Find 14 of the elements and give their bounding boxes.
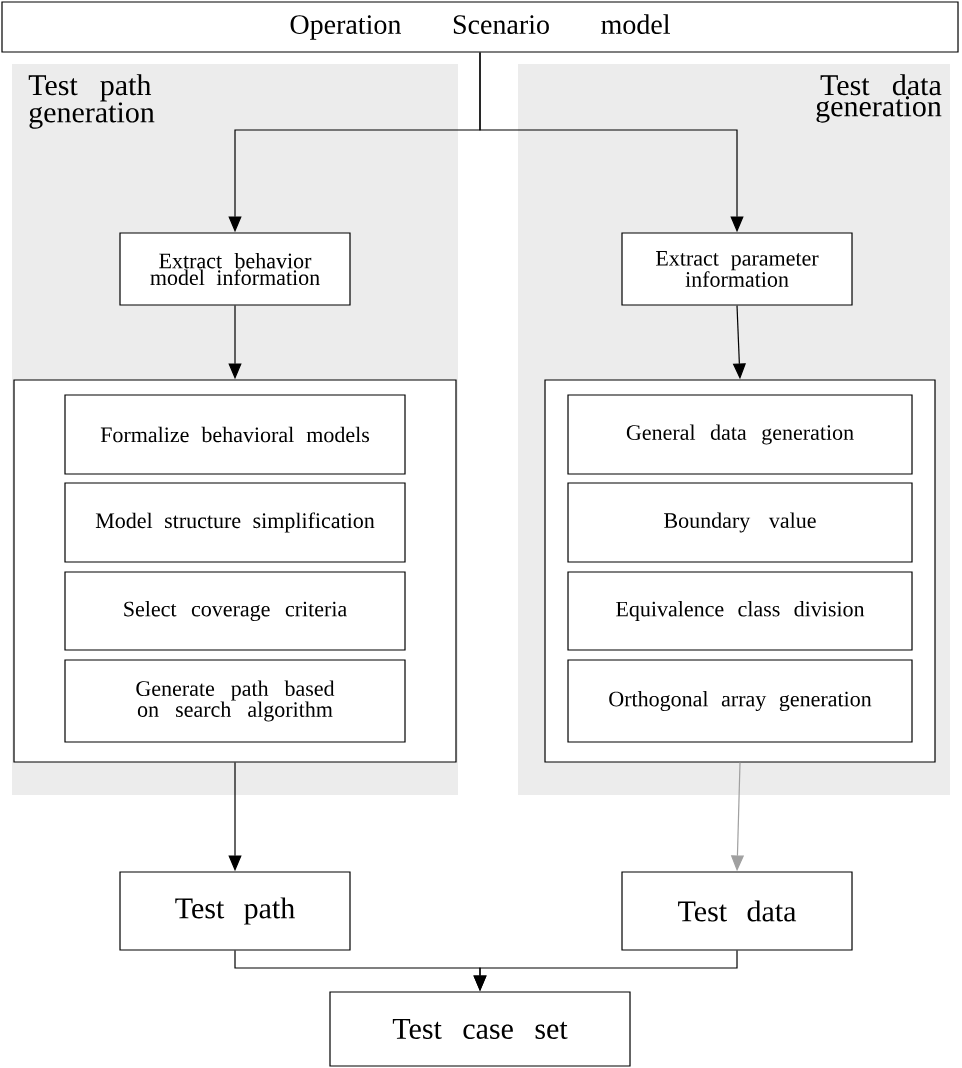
- process-box: Extract parameter information: [621, 232, 853, 306]
- process-box: Boundary value: [567, 482, 913, 563]
- process-box: Operation Scenario model: [1, 1, 959, 53]
- process-box: Test data: [621, 871, 853, 951]
- process-box: Orthogonal array generation: [567, 659, 913, 743]
- process-box: Formalize behavioral models: [64, 394, 406, 475]
- process-box: General data generation: [567, 394, 913, 475]
- process-box: Extract behavior model information: [119, 232, 351, 306]
- process-box: Select coverage criteria: [64, 571, 406, 651]
- process-box: Model structure simplification: [64, 482, 406, 563]
- process-box: Equivalence class division: [567, 571, 913, 651]
- process-box: Test case set: [329, 991, 631, 1067]
- process-box: Generate path based on search algorithm: [64, 659, 406, 743]
- process-box: Test path: [119, 871, 351, 951]
